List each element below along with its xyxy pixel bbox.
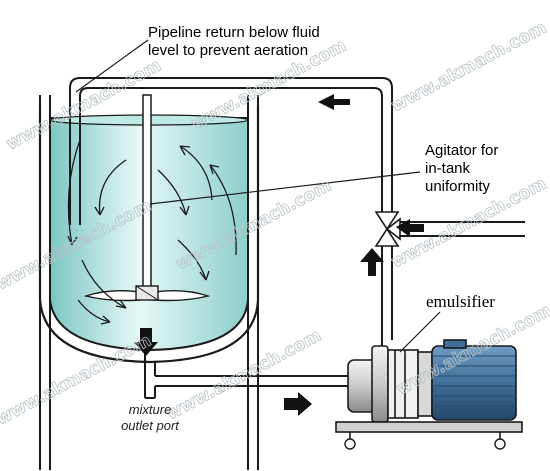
return-pipe bbox=[69, 77, 393, 225]
outlet-port-label: mixture outlet port bbox=[100, 402, 200, 434]
agitator-shaft bbox=[142, 94, 152, 296]
outlet-line1: mixture bbox=[128, 402, 172, 417]
pipeline-return-label: Pipeline return below fluid level to pre… bbox=[148, 24, 320, 60]
pump-base-frame bbox=[335, 421, 523, 440]
outlet-pipe bbox=[144, 350, 350, 399]
watermark-text: www.akmach.com bbox=[388, 18, 550, 117]
side-inlet-pipe bbox=[400, 221, 525, 237]
agitator-line2: in-tank bbox=[425, 160, 471, 177]
outlet-line2: outlet port bbox=[121, 418, 179, 433]
label-leader-lines bbox=[75, 39, 441, 353]
pump-discharge-pipe bbox=[381, 246, 393, 348]
emulsifier-label: emulsifier bbox=[426, 292, 495, 311]
impeller-icon bbox=[83, 285, 211, 302]
tank-outer-wall bbox=[38, 105, 260, 364]
pipeline-return-line2: level to prevent aeration bbox=[148, 42, 309, 59]
agitator-line3: uniformity bbox=[425, 178, 491, 195]
flow-arrow-icon bbox=[134, 94, 424, 416]
caster-wheel-icon bbox=[344, 438, 506, 450]
agitator-label: Agitator for in-tank uniformity bbox=[425, 142, 498, 196]
motor-icon bbox=[431, 339, 517, 421]
pipeline-return-line1: Pipeline return below fluid bbox=[148, 24, 320, 41]
agitator-line1: Agitator for bbox=[425, 142, 499, 159]
three-way-valve-icon bbox=[374, 211, 401, 247]
